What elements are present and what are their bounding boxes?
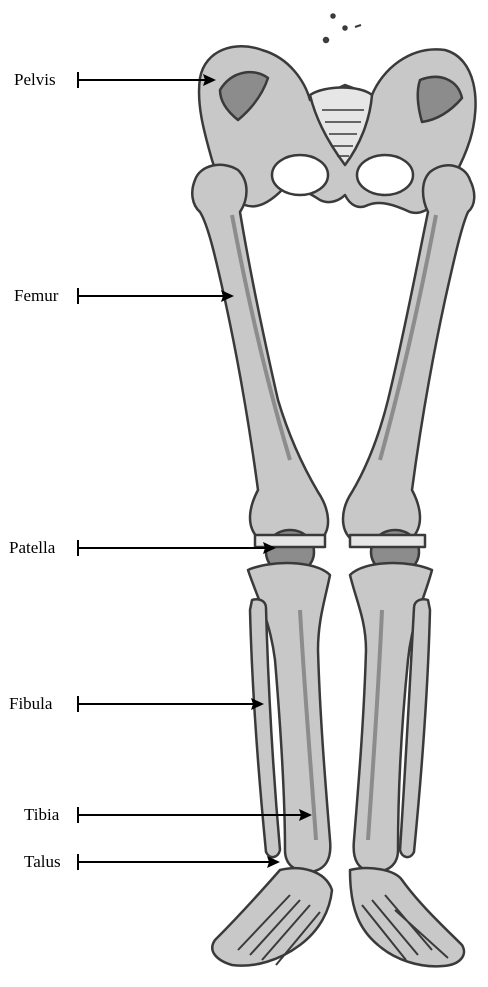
patella-arrow: [78, 540, 276, 556]
femur-bone-left: [192, 165, 328, 546]
lower-leg-bones-right: [350, 563, 432, 872]
foot-bones-left: [212, 868, 332, 965]
fibula-label: Fibula: [9, 694, 52, 714]
bone-fragments: [324, 15, 361, 43]
femur-label: Femur: [14, 286, 58, 306]
pelvis-arrow: [78, 72, 216, 88]
femur-arrow: [78, 288, 234, 304]
fibula-arrow: [78, 696, 264, 712]
talus-label: Talus: [24, 852, 61, 872]
pelvis-label: Pelvis: [14, 70, 56, 90]
talus-arrow: [78, 854, 280, 870]
tibia-label: Tibia: [24, 805, 59, 825]
femur-bone-right: [343, 165, 474, 545]
lower-leg-bones-left: [248, 563, 330, 872]
patella-label: Patella: [9, 538, 55, 558]
foot-bones-right: [350, 868, 464, 966]
